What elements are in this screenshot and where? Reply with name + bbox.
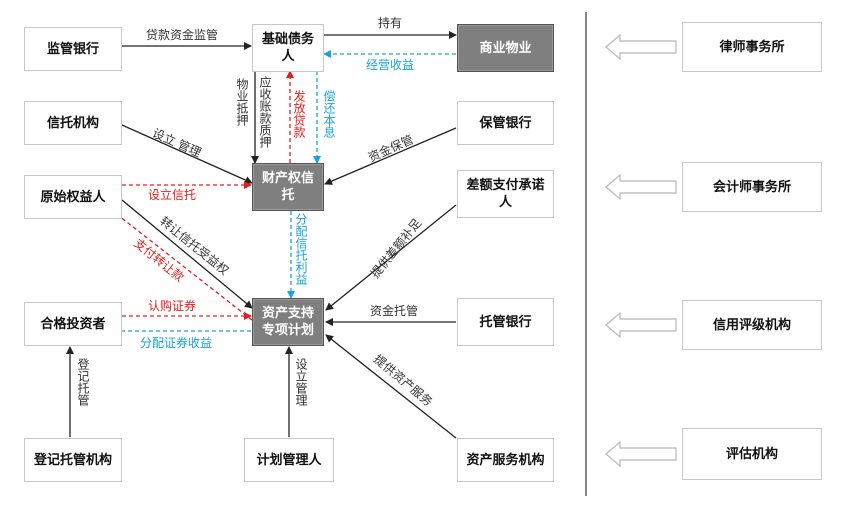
node-label: 会计师事务所 xyxy=(712,179,791,195)
node-label: 监管银行 xyxy=(46,41,99,57)
node-underlying-debtor: 基础债务人 xyxy=(252,24,324,72)
edge-label-loan-supervision: 贷款资金监管 xyxy=(146,28,219,42)
edge-label-issue-loan: 发放贷款 xyxy=(292,90,306,138)
hollow-arrow-icon xyxy=(605,33,677,468)
edge-label-distribute-trust: 分配信托利益 xyxy=(294,213,308,285)
node-original-beneficiary: 原始权益人 xyxy=(24,175,122,219)
node-property-trust: 财产权信托 xyxy=(252,163,324,211)
arrow-pay-transfer xyxy=(113,211,253,321)
node-shortfall-guarantor: 差额支付承诺人 xyxy=(457,170,554,218)
edge-label-establish-trust: 设立信托 xyxy=(148,188,197,202)
node-label: 保管银行 xyxy=(479,115,532,131)
node-label: 登记托管机构 xyxy=(33,452,112,468)
node-registration-custody: 登记托管机构 xyxy=(24,438,122,482)
node-label: 信用评级机构 xyxy=(712,317,791,333)
edge-label-subscribe: 认购证券 xyxy=(148,299,197,313)
node-label: 托管银行 xyxy=(479,314,532,330)
node-trustee-bank: 托管银行 xyxy=(457,298,554,346)
node-label: 财产权信托 xyxy=(261,171,314,203)
edge-label-repay: 偿还本息 xyxy=(322,90,336,138)
edge-label-register-custody: 登记托管 xyxy=(76,358,90,406)
node-label: 律师事务所 xyxy=(719,39,785,55)
edge-label-hold: 持有 xyxy=(378,16,403,30)
node-label: 商业物业 xyxy=(479,40,532,56)
arrow-fund-custody xyxy=(324,127,457,185)
arrow-transfer-trust-right xyxy=(121,199,253,309)
arrow-asset-service xyxy=(325,334,457,439)
arrow-establish-manage xyxy=(121,124,253,184)
node-abs-plan: 资产支持专项计划 xyxy=(252,298,324,346)
edge-label-fund-trustee: 资金托管 xyxy=(370,304,419,318)
node-label: 差额支付承诺人 xyxy=(466,178,545,210)
edge-label-operating-income: 经营收益 xyxy=(366,58,415,72)
edge-label-property-mortgage: 物业抵押 xyxy=(235,78,249,126)
node-accounting-firm: 会计师事务所 xyxy=(682,162,822,212)
node-label: 计划管理人 xyxy=(256,452,322,468)
node-supervising-bank: 监管银行 xyxy=(24,27,122,71)
node-asset-servicer: 资产服务机构 xyxy=(457,438,554,482)
edge-label-establish-plan: 设立管理 xyxy=(294,358,308,406)
node-qualified-investor: 合格投资者 xyxy=(24,302,122,346)
edge-label-distribute-securities: 分配证券收益 xyxy=(140,336,213,350)
arrow-provide-shortfall xyxy=(325,204,457,311)
node-label: 资产支持专项计划 xyxy=(261,306,314,338)
node-label: 基础债务人 xyxy=(261,32,314,64)
node-trust-institution: 信托机构 xyxy=(24,101,122,145)
node-custodian-bank: 保管银行 xyxy=(457,101,554,145)
node-label: 资产服务机构 xyxy=(466,452,545,468)
node-label: 原始权益人 xyxy=(40,189,106,205)
edge-label-receivable-pledge: 应收账款质押 xyxy=(258,76,272,148)
node-appraisal: 评估机构 xyxy=(682,428,822,480)
node-plan-manager: 计划管理人 xyxy=(244,438,334,482)
node-label: 合格投资者 xyxy=(40,316,106,332)
node-commercial-property: 商业物业 xyxy=(457,24,554,72)
node-label: 信托机构 xyxy=(46,115,99,131)
node-credit-rating: 信用评级机构 xyxy=(682,300,822,350)
node-law-firm: 律师事务所 xyxy=(682,22,822,72)
node-label: 评估机构 xyxy=(725,446,778,462)
